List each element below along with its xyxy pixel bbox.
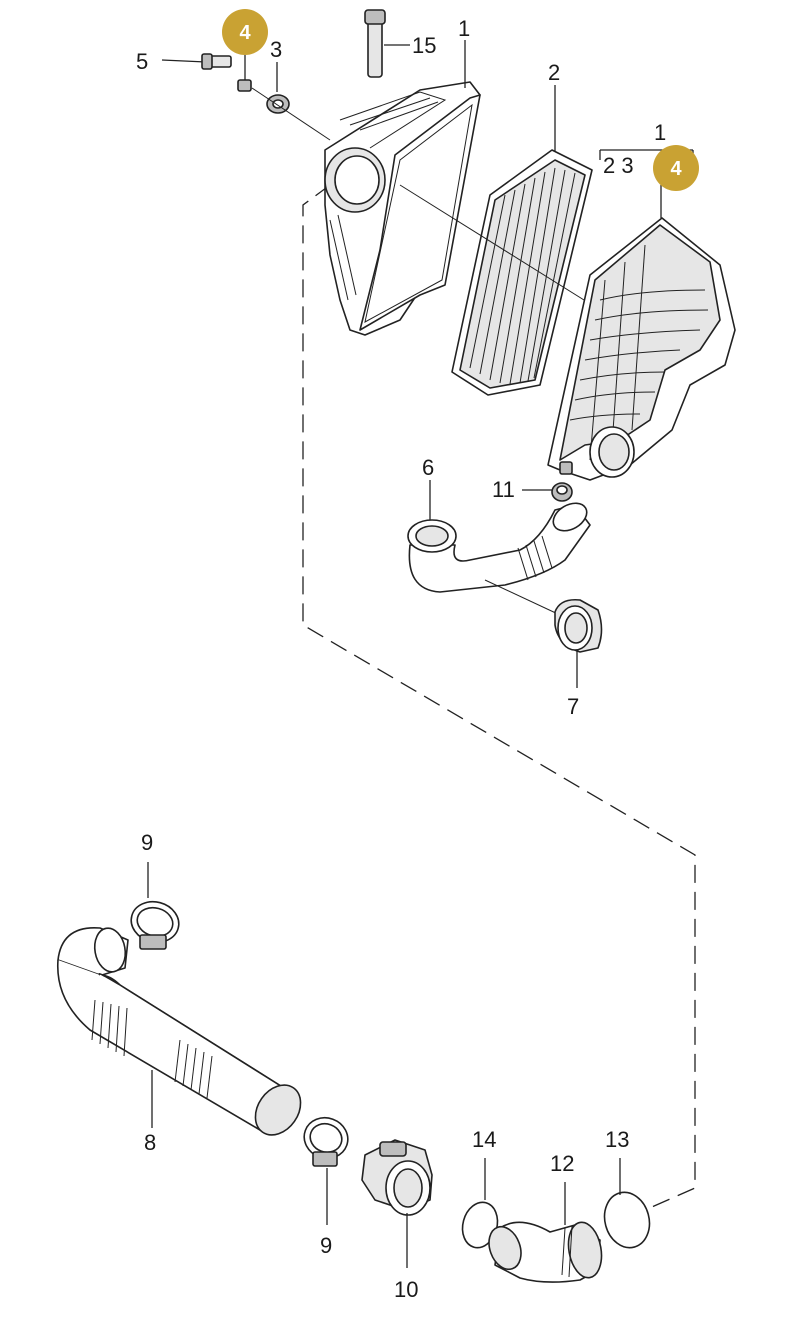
- callout-9-bottom: 9: [320, 1233, 332, 1258]
- part-1-housing-cover: [324, 40, 481, 336]
- callout-7: 7: [567, 694, 579, 719]
- badge-4-top-left-text: 4: [239, 22, 251, 44]
- callout-15: 15: [412, 33, 436, 58]
- callout-12: 12: [550, 1151, 574, 1176]
- part-7-seal: [554, 598, 603, 688]
- callout-2: 2: [548, 60, 560, 85]
- callout-6: 6: [422, 455, 434, 480]
- callout-2-3-right: 2 3: [603, 153, 634, 178]
- part-10-air-mass-meter: [361, 1139, 433, 1268]
- badge-4-top-right-text: 4: [670, 158, 682, 180]
- callout-1-top: 1: [458, 16, 470, 41]
- callout-10: 10: [394, 1277, 418, 1302]
- callout-9-top: 9: [141, 830, 153, 855]
- badge-circle: [222, 9, 268, 55]
- badge-4-top-left: 4: [222, 9, 268, 55]
- callout-14: 14: [472, 1127, 496, 1152]
- part-13-seal-ring: [603, 1158, 651, 1249]
- part-11-grommet: [522, 482, 573, 502]
- callout-13: 13: [605, 1127, 629, 1152]
- callout-5: 5: [136, 49, 148, 74]
- badge-4-top-right: 4: [653, 145, 699, 191]
- part-1-housing-lower: [547, 149, 736, 481]
- assembly-dashed-line: [302, 184, 696, 1211]
- part-2-filter-element: [451, 85, 593, 396]
- callout-8: 8: [144, 1130, 156, 1155]
- part-9-clamp-bottom: [303, 1116, 349, 1225]
- callout-1-right: 1: [654, 120, 666, 145]
- callout-3-top: 3: [270, 37, 282, 62]
- part-15-pin: [364, 9, 410, 78]
- part-8-air-pipe: [56, 927, 302, 1136]
- part-4-spacer: [237, 55, 252, 92]
- part-9-clamp-top: [130, 862, 180, 950]
- callout-11: 11: [492, 477, 515, 502]
- part-12-elbow: [488, 1182, 603, 1283]
- badge-circle: [653, 145, 699, 191]
- part-5-screw: [161, 53, 232, 70]
- part-6-intake-hose: [407, 480, 591, 593]
